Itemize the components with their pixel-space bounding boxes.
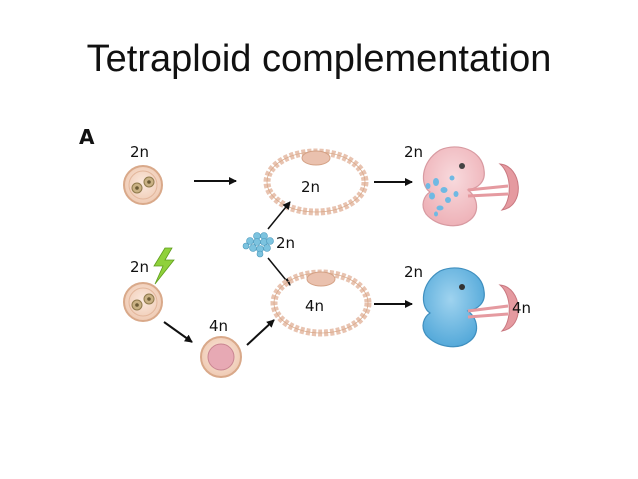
arrow-bottom-1 xyxy=(163,321,193,343)
arrow-bottom-2 xyxy=(246,319,275,346)
es-cell-cluster xyxy=(242,232,274,258)
bottom-zygote xyxy=(123,282,163,322)
electrofusion-spark-icon xyxy=(153,247,175,285)
es-cells-label: 2n xyxy=(276,234,295,252)
bottom-fetus-label: 2n xyxy=(404,263,423,281)
bottom-placenta-label: 4n xyxy=(512,299,531,317)
arrow-es-up xyxy=(267,201,291,230)
bottom-fetus xyxy=(422,267,519,348)
top-blastocyst xyxy=(263,148,369,216)
top-fetus xyxy=(422,146,519,227)
top-fetus-label: 2n xyxy=(404,143,423,161)
top-zygote xyxy=(123,165,163,205)
panel-label: A xyxy=(79,125,95,149)
arrow-es-down xyxy=(267,257,291,286)
tetraploid-embryo-label: 4n xyxy=(209,317,228,335)
bottom-blastocyst-label: 4n xyxy=(305,297,324,315)
bottom-zygote-label: 2n xyxy=(130,258,149,276)
bottom-blastocyst xyxy=(270,269,372,337)
tetraploid-embryo xyxy=(200,336,242,378)
slide-title: Tetraploid complementation xyxy=(86,38,552,80)
top-zygote-label: 2n xyxy=(130,143,149,161)
top-blastocyst-label: 2n xyxy=(301,178,320,196)
